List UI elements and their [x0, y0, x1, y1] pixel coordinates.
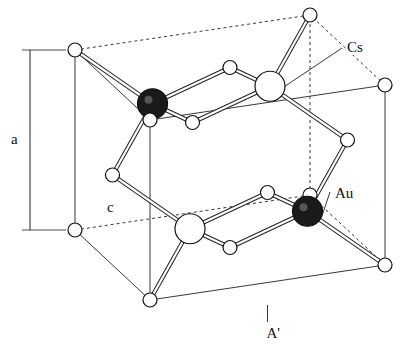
atom-shade [300, 203, 308, 211]
dimension-label: c [106, 200, 115, 215]
cell-edge [310, 15, 311, 195]
dark-atom [293, 196, 323, 226]
cell-edge [310, 15, 385, 85]
atom-label: Au [334, 186, 354, 201]
cell-edge [150, 120, 151, 300]
small-atom [341, 133, 355, 147]
leader-line [267, 305, 268, 322]
small-atom [261, 186, 275, 200]
large-atom [255, 71, 285, 101]
bonds [75, 15, 385, 300]
small-atom [378, 78, 392, 92]
atoms [68, 8, 392, 307]
cell-edge [75, 15, 310, 50]
atom-label: Cs [346, 40, 364, 55]
cell-edge [75, 230, 150, 300]
large-atom [175, 214, 205, 244]
cell-edge [150, 265, 385, 300]
small-atom [143, 113, 157, 127]
dimension-label: a [10, 132, 19, 147]
small-atom [303, 8, 317, 22]
atom-shade [145, 96, 153, 104]
small-atom [223, 241, 237, 255]
small-atom [223, 61, 237, 75]
section-label: A' [266, 326, 282, 341]
cell-edge [385, 85, 386, 265]
small-atom [68, 43, 82, 57]
small-atom [143, 293, 157, 307]
leader-lines [268, 48, 343, 322]
small-atom [378, 258, 392, 272]
cell-edges [75, 15, 385, 300]
small-atom [106, 168, 120, 182]
dimension [22, 50, 66, 230]
leader-line [285, 48, 342, 86]
cell-edge [75, 50, 76, 230]
small-atom [68, 223, 82, 237]
small-atom [186, 116, 200, 130]
leader-line [322, 192, 331, 217]
